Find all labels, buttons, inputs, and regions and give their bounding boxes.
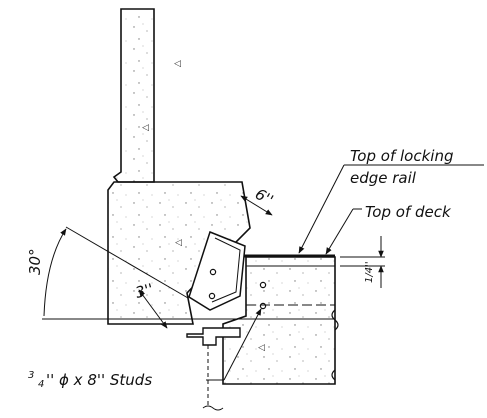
six-inch-label: 6''	[252, 185, 276, 209]
locking-edge-rail	[188, 231, 267, 311]
top-of-deck-callout: Top of deck	[325, 203, 452, 255]
three-inch-label: 3''	[133, 280, 155, 302]
stud-embed	[186, 327, 241, 411]
three-inch-dimension: 3''	[133, 280, 168, 329]
parapet: ◁ ◁	[112, 8, 181, 183]
angle-dimension: 30°	[26, 226, 189, 317]
studs-frac-num: 3	[28, 370, 34, 381]
studs-callout: 3 4 '' ϕ x 8'' Studs	[28, 308, 262, 390]
quarter-inch-dimension: 1/4''	[340, 236, 385, 288]
quarter-inch-label: 1/4''	[364, 261, 375, 283]
top-locking-line1: Top of locking	[350, 147, 453, 165]
svg-text:◁: ◁	[258, 343, 265, 353]
angle-label: 30°	[26, 248, 44, 275]
deck-slab: ◁	[222, 254, 339, 385]
studs-label: '' ϕ x 8'' Studs	[46, 371, 152, 389]
top-deck-label: Top of deck	[365, 203, 452, 221]
svg-text:◁: ◁	[142, 123, 149, 133]
svg-text:◁: ◁	[175, 238, 182, 248]
top-of-locking-edge-rail-callout: Top of locking edge rail	[298, 147, 484, 254]
studs-frac-den: 4	[38, 379, 44, 390]
top-locking-line2: edge rail	[350, 169, 417, 187]
svg-text:◁: ◁	[174, 59, 181, 69]
